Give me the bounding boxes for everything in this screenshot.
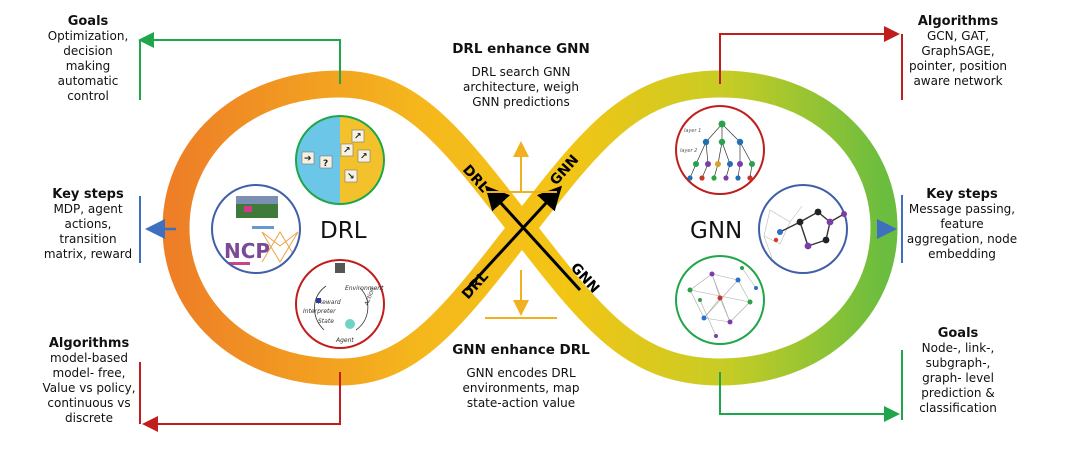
word-cloud-image: NCP — [211, 184, 301, 274]
right-algorithms-connector — [719, 26, 903, 100]
center-top-heading: DRL enhance GNN — [452, 41, 590, 57]
right-keysteps-text: Message passing, feature aggregation, no… — [906, 202, 1018, 261]
svg-text:Interpreter: Interpreter — [303, 308, 336, 315]
svg-text:Agent: Agent — [335, 337, 354, 344]
left-goals-heading: Goals — [67, 14, 109, 29]
svg-text:Reward: Reward — [318, 299, 341, 306]
left-algorithms-connector — [139, 362, 341, 432]
svg-text:↘: ↘ — [347, 172, 355, 182]
gold-up-arrow — [485, 141, 557, 193]
right-goals-connector — [719, 350, 903, 422]
center-bottom-block: GNN enhance DRL GNN encodes DRL environm… — [440, 343, 602, 411]
left-goals-connector — [138, 32, 341, 100]
svg-text:↗: ↗ — [360, 152, 368, 162]
gold-down-arrow — [485, 270, 557, 319]
right-keysteps-block: Key steps Message passing, feature aggre… — [904, 187, 1020, 262]
network-graph-image — [675, 255, 765, 345]
rl-loop-image: Environment Interpreter Reward State Age… — [295, 259, 385, 349]
center-bottom-text: GNN encodes DRL environments, map state-… — [462, 366, 580, 410]
left-goals-text: Optimization, decision making automatic … — [47, 29, 129, 103]
svg-text:?: ? — [323, 159, 328, 169]
decision-dice-image: ➔ ? ↗ ↗ ↗ ↘ — [295, 115, 385, 205]
svg-text:↗: ↗ — [354, 132, 362, 142]
center-top-block: DRL enhance GNN DRL search GNN architect… — [440, 42, 602, 110]
layered-tree-image: layer 1 layer 2 — [675, 105, 765, 195]
molecule-graph-image — [758, 184, 848, 274]
center-bottom-heading: GNN enhance DRL — [452, 342, 590, 358]
right-goals-text: Node-, link-, subgraph-, graph- level pr… — [919, 341, 997, 415]
svg-text:layer 1: layer 1 — [684, 128, 701, 134]
left-algorithms-block: Algorithms model-based model- free, Valu… — [40, 336, 138, 426]
loop-label-drl: DRL — [320, 218, 367, 244]
svg-text:NCP: NCP — [224, 239, 270, 263]
left-algorithms-text: model-based model- free, Value vs policy… — [42, 351, 136, 425]
left-keysteps-heading: Key steps — [52, 187, 124, 202]
right-goals-heading: Goals — [937, 326, 979, 341]
center-top-text: DRL search GNN architecture, weigh GNN p… — [463, 65, 579, 109]
svg-text:➔: ➔ — [304, 154, 312, 164]
right-algorithms-text: GCN, GAT, GraphSAGE, pointer, position a… — [908, 29, 1008, 88]
left-keysteps-connector — [139, 196, 176, 263]
svg-text:layer 2: layer 2 — [680, 148, 697, 154]
left-keysteps-text: MDP, agent actions, transition matrix, r… — [43, 202, 133, 261]
left-algorithms-heading: Algorithms — [48, 336, 130, 351]
right-goals-block: Goals Node-, link-, subgraph-, graph- le… — [906, 326, 1010, 416]
right-keysteps-connector — [877, 195, 903, 263]
right-algorithms-block: Algorithms GCN, GAT, GraphSAGE, pointer,… — [906, 14, 1010, 89]
right-keysteps-heading: Key steps — [926, 187, 998, 202]
loop-label-gnn: GNN — [690, 218, 742, 244]
left-keysteps-block: Key steps MDP, agent actions, transition… — [40, 187, 136, 262]
right-algorithms-heading: Algorithms — [917, 14, 999, 29]
svg-text:↗: ↗ — [343, 146, 351, 156]
cross-arrows — [464, 185, 582, 292]
left-goals-block: Goals Optimization, decision making auto… — [40, 14, 136, 104]
svg-text:Environment: Environment — [345, 285, 384, 292]
svg-text:State: State — [318, 318, 334, 325]
